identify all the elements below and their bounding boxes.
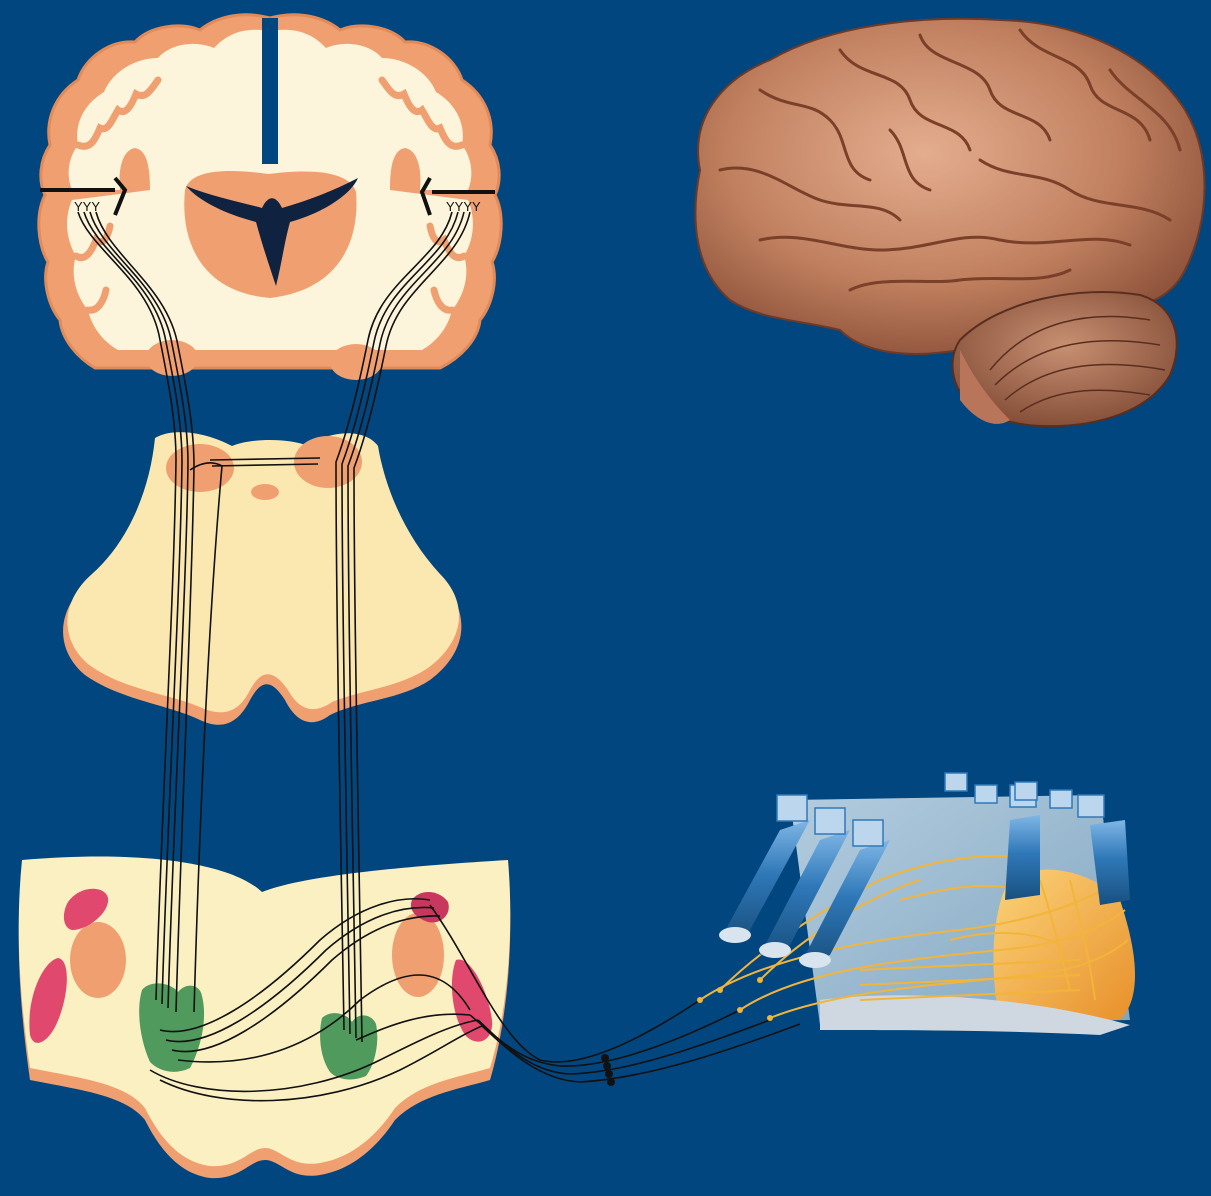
neuron-marks-left: YYY bbox=[74, 199, 100, 214]
nerve-endings bbox=[697, 977, 773, 1021]
cerebral-aqueduct bbox=[251, 484, 279, 500]
lateral-brain bbox=[695, 19, 1204, 426]
oculomotor-nucleus-right bbox=[294, 436, 362, 488]
longitudinal-fissure bbox=[262, 18, 278, 164]
midbrain-section bbox=[63, 432, 461, 725]
extraocular-muscles bbox=[697, 773, 1135, 1035]
vestibular-nucleus-right bbox=[392, 913, 444, 997]
neuron-marks-right: YYYY bbox=[446, 199, 481, 214]
coronal-section: YYY YYYY bbox=[39, 15, 501, 380]
green-nucleus-right bbox=[320, 1013, 377, 1079]
vestibular-nucleus-left bbox=[70, 922, 126, 998]
midbrain-body bbox=[67, 432, 459, 712]
muscle-cylinder-back-1 bbox=[1005, 785, 1040, 900]
